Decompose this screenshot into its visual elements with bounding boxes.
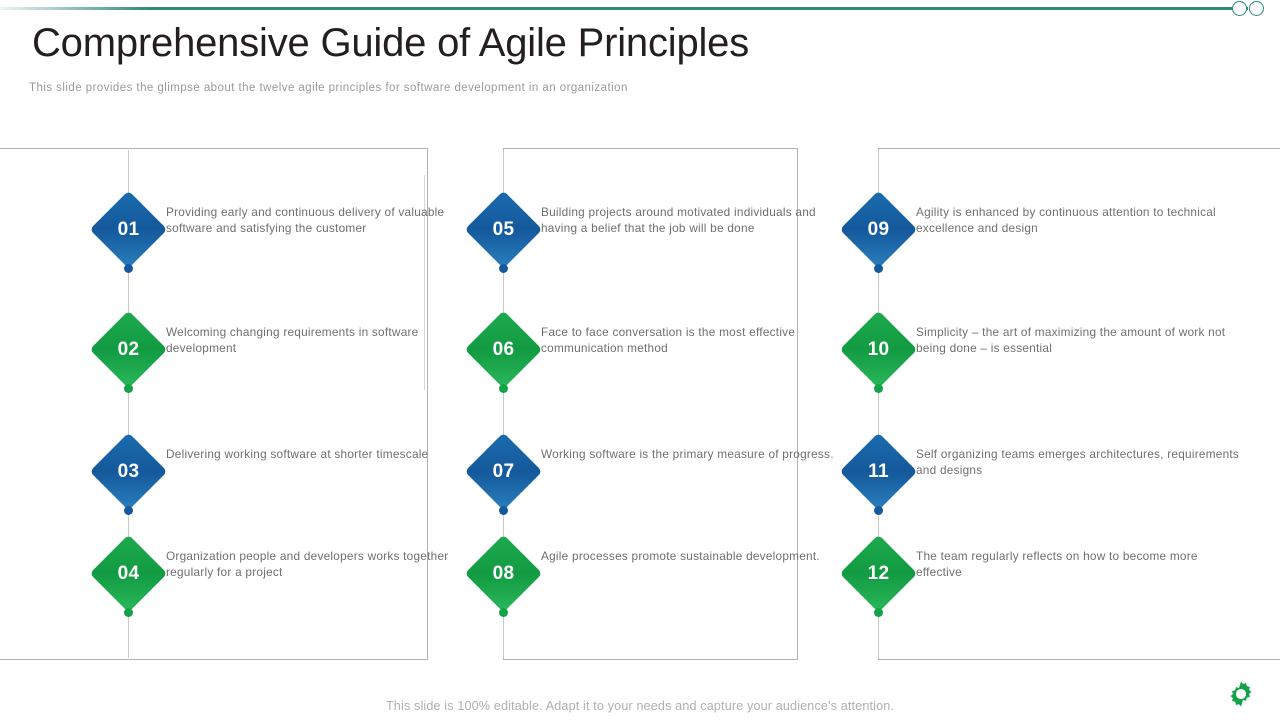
principle-text: Delivering working software at shorter t… <box>166 447 429 461</box>
principle-item[interactable]: 05 Building projects around motivated in… <box>435 182 855 292</box>
timeline-dot <box>124 264 133 273</box>
timeline-spine <box>503 150 505 658</box>
principles-column-2: 05 Building projects around motivated in… <box>435 150 855 660</box>
timeline-dot <box>499 608 508 617</box>
timeline-dot <box>124 608 133 617</box>
principle-number: 11 <box>868 460 889 482</box>
principle-text: Building projects around motivated indiv… <box>541 205 816 236</box>
principle-item[interactable]: 10 Simplicity – the art of maximizing th… <box>810 302 1230 412</box>
principle-item[interactable]: 04 Organization people and developers wo… <box>60 526 480 636</box>
circle-outline-icon <box>1249 1 1264 16</box>
principle-text: Working software is the primary measure … <box>541 447 834 461</box>
principle-text: Face to face conversation is the most ef… <box>541 325 796 356</box>
principle-text: Organization people and developers works… <box>166 549 449 580</box>
circle-outline-icon <box>1232 1 1247 16</box>
timeline-dot <box>874 264 883 273</box>
timeline-dot <box>499 506 508 515</box>
principles-column-3: 09 Agility is enhanced by continuous att… <box>810 150 1239 660</box>
principle-item[interactable]: 06 Face to face conversation is the most… <box>435 302 855 412</box>
principle-item[interactable]: 12 The team regularly reflects on how to… <box>810 526 1230 636</box>
principle-item[interactable]: 01 Providing early and continuous delive… <box>60 182 480 292</box>
principle-text: Self organizing teams emerges architectu… <box>916 447 1240 478</box>
page-title: Comprehensive Guide of Agile Principles <box>32 21 750 65</box>
principle-number: 04 <box>117 562 140 584</box>
principle-item[interactable]: 03 Delivering working software at shorte… <box>60 424 480 534</box>
principle-number: 02 <box>117 338 140 360</box>
timeline-spine <box>128 150 130 658</box>
principle-text: Agile processes promote sustainable deve… <box>541 549 820 563</box>
principle-item[interactable]: 11 Self organizing teams emerges archite… <box>810 424 1239 534</box>
principle-item[interactable]: 09 Agility is enhanced by continuous att… <box>810 182 1230 292</box>
timeline-spine <box>878 150 880 658</box>
principle-number: 05 <box>492 218 515 240</box>
timeline-dot <box>874 506 883 515</box>
principle-number: 07 <box>492 460 515 482</box>
timeline-dot <box>874 384 883 393</box>
principle-item[interactable]: 02 Welcoming changing requirements in so… <box>60 302 480 412</box>
column-frame-1 <box>0 148 428 660</box>
timeline-dot <box>499 384 508 393</box>
principle-item[interactable]: 07 Working software is the primary measu… <box>435 424 855 534</box>
inner-guide-line <box>424 175 425 390</box>
footer-note: This slide is 100% editable. Adapt it to… <box>385 699 895 713</box>
principle-number: 09 <box>867 218 890 240</box>
principle-number: 06 <box>492 338 515 360</box>
principle-text: Agility is enhanced by continuous attent… <box>916 205 1216 236</box>
principle-number: 10 <box>867 338 890 360</box>
top-circles-decoration <box>1232 1 1276 17</box>
principle-number: 12 <box>867 562 890 584</box>
top-accent-bar <box>0 7 1248 10</box>
gear-icon <box>1226 679 1256 709</box>
principle-text: Simplicity – the art of maximizing the a… <box>916 325 1226 356</box>
timeline-dot <box>124 384 133 393</box>
principle-text: The team regularly reflects on how to be… <box>916 549 1198 580</box>
principle-text: Welcoming changing requirements in softw… <box>166 325 419 356</box>
principle-text: Providing early and continuous delivery … <box>166 205 445 236</box>
timeline-dot <box>499 264 508 273</box>
principle-number: 01 <box>117 218 140 240</box>
page-subtitle: This slide provides the glimpse about th… <box>29 82 628 94</box>
principle-item[interactable]: 08 Agile processes promote sustainable d… <box>435 526 855 636</box>
principle-number: 08 <box>492 562 515 584</box>
timeline-dot <box>124 506 133 515</box>
principles-column-1: 01 Providing early and continuous delive… <box>60 150 480 660</box>
principle-number: 03 <box>117 460 140 482</box>
timeline-dot <box>874 608 883 617</box>
